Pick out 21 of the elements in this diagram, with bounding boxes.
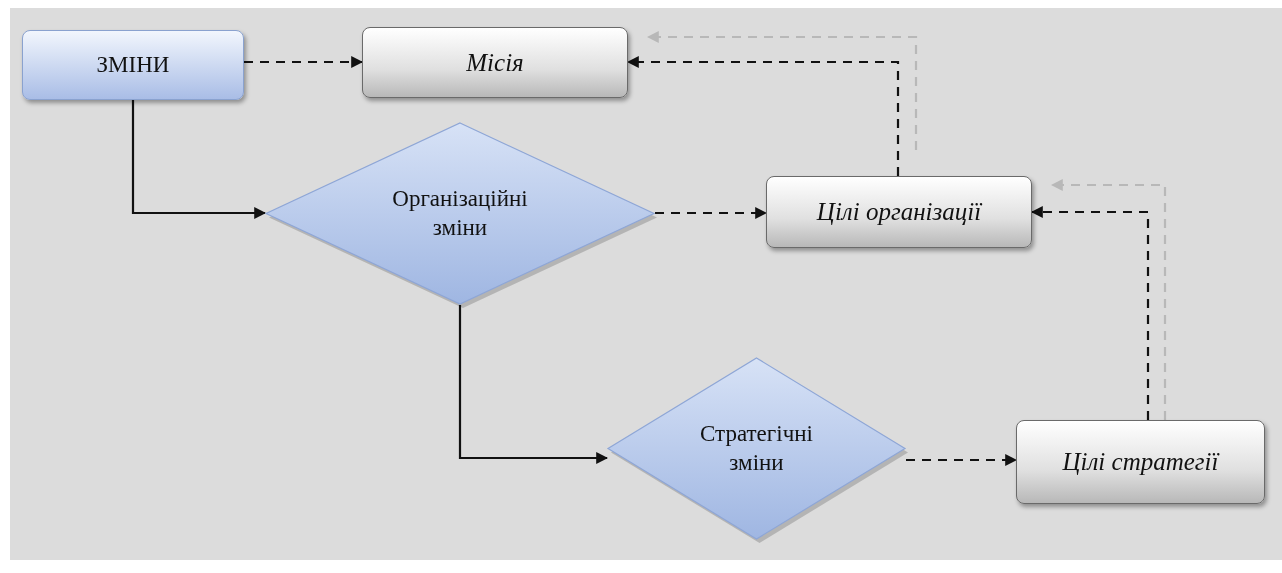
arrow [1030, 206, 1150, 420]
arrow [244, 56, 364, 68]
node-label: Цілі організації [816, 197, 982, 228]
process-box [362, 27, 628, 98]
arrow [1050, 179, 1167, 420]
node-label: Організаційні зміни [391, 184, 529, 242]
arrow [626, 56, 900, 176]
process-box [766, 176, 1032, 248]
node-label: Місія [466, 47, 524, 78]
node-label: Цілі стратегії [1062, 447, 1219, 478]
arrow [458, 305, 609, 464]
process-box [1016, 420, 1265, 504]
node-label: ЗМІНИ [96, 50, 170, 79]
arrow [655, 207, 768, 219]
node-label: Стратегічні зміни [699, 419, 814, 477]
decision-diamond [265, 122, 655, 305]
arrow [646, 31, 918, 150]
arrow [131, 100, 267, 219]
arrow [906, 454, 1018, 466]
process-box [22, 30, 244, 100]
decision-diamond [607, 357, 906, 540]
